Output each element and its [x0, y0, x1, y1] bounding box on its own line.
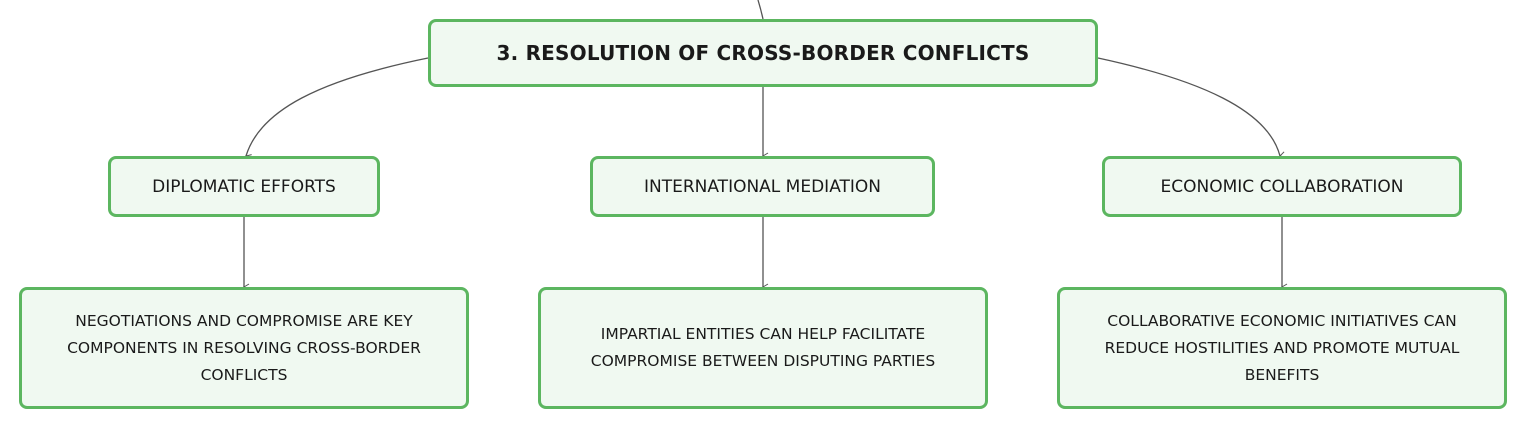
connector-incoming — [757, 0, 764, 20]
branch-node-label: ECONOMIC COLLABORATION — [1160, 176, 1404, 197]
detail-node-international-mediation[interactable]: IMPARTIAL ENTITIES CAN HELP FACILITATE C… — [538, 287, 988, 409]
connector-root-to-economic-collaboration — [1097, 57, 1286, 159]
root-node-label: 3. RESOLUTION OF CROSS-BORDER CONFLICTS — [496, 41, 1030, 65]
branch-node-label: DIPLOMATIC EFFORTS — [152, 176, 336, 197]
branch-node-international-mediation[interactable]: INTERNATIONAL MEDIATION — [590, 156, 935, 217]
detail-node-text: IMPARTIAL ENTITIES CAN HELP FACILITATE C… — [590, 325, 936, 370]
root-node[interactable]: 3. RESOLUTION OF CROSS-BORDER CONFLICTS — [428, 19, 1098, 87]
branch-node-economic-collaboration[interactable]: ECONOMIC COLLABORATION — [1102, 156, 1462, 217]
connector-root-to-diplomatic-efforts — [245, 57, 429, 161]
branch-node-label: INTERNATIONAL MEDIATION — [643, 176, 881, 197]
detail-node-text: NEGOTIATIONS AND COMPROMISE ARE KEY COMP… — [67, 311, 421, 384]
detail-node-economic-collaboration[interactable]: COLLABORATIVE ECONOMIC INITIATIVES CAN R… — [1057, 287, 1507, 409]
detail-node-diplomatic-efforts[interactable]: NEGOTIATIONS AND COMPROMISE ARE KEY COMP… — [19, 287, 469, 409]
detail-node-text: COLLABORATIVE ECONOMIC INITIATIVES CAN R… — [1104, 311, 1460, 384]
branch-node-diplomatic-efforts[interactable]: DIPLOMATIC EFFORTS — [108, 156, 380, 217]
